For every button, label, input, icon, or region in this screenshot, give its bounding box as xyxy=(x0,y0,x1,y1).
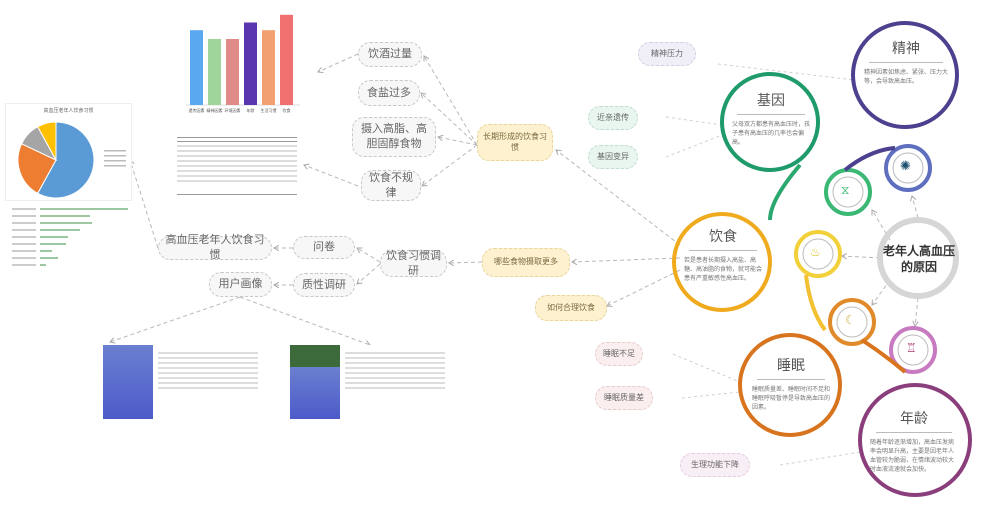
node-questionnaire[interactable]: 问卷 xyxy=(293,236,355,259)
center-topic[interactable]: 老年人高血压的原因 xyxy=(882,243,955,274)
node-decline[interactable]: 生理功能下降 xyxy=(680,453,750,477)
legend-entry xyxy=(104,150,126,152)
legend-entry xyxy=(104,165,126,167)
factor-jingshen[interactable]: 精神精神因素如焦虑、紧张、压力大等，会导致高血压。 xyxy=(860,38,952,86)
data-table-thumbnail xyxy=(177,137,297,195)
legend-entry xyxy=(104,155,126,157)
factor-yinshi[interactable]: 饮食若是患者长期摄入高盐、高糖、高油脂的食物，就可能会患有严重敏感性高血压。 xyxy=(680,226,766,283)
node-elderly-habit[interactable]: 高血压老年人饮食习惯 xyxy=(158,233,272,261)
node-reasonable[interactable]: 如何合理饮食 xyxy=(535,295,607,321)
horizontal-bar-chart xyxy=(10,205,135,277)
pie-chart: 高血压老年人饮食习惯 xyxy=(5,103,132,201)
pie-slice xyxy=(17,143,57,194)
node-sleep-poor[interactable]: 睡眠质量差 xyxy=(595,386,653,410)
persona-card xyxy=(103,345,261,423)
node-kin[interactable]: 近亲遗传 xyxy=(588,106,638,130)
virus-icon: ✺ xyxy=(900,159,911,174)
node-alcohol[interactable]: 饮酒过量 xyxy=(358,42,422,67)
legend-entry xyxy=(104,160,126,162)
jingshen-ring xyxy=(851,21,959,129)
factor-jiyin[interactable]: 基因父母双方都患有高血压时，孩子患有高血压的几率也会偏高。 xyxy=(728,90,814,147)
node-sleep-short[interactable]: 睡眠不足 xyxy=(595,342,643,366)
node-qualitative[interactable]: 质性调研 xyxy=(293,273,355,297)
persona-card xyxy=(290,345,448,423)
node-fat[interactable]: 摄入高脂、高胆固醇食物 xyxy=(352,117,436,157)
cake-icon: ♖ xyxy=(906,341,917,355)
factor-nianling[interactable]: 年龄随着年龄逐渐增加，高血压发病率会明显升高，主要是因老年人血管较为脆弱，在情绪… xyxy=(866,408,962,474)
dna-icon: ⧖ xyxy=(841,183,850,197)
node-stress[interactable]: 精神压力 xyxy=(638,42,696,66)
node-persona[interactable]: 用户画像 xyxy=(209,272,272,297)
node-survey[interactable]: 饮食习惯调研 xyxy=(380,249,447,277)
node-more[interactable]: 哪些食物摄取更多 xyxy=(482,248,570,277)
persona-photo xyxy=(103,345,153,419)
node-mutation[interactable]: 基因变异 xyxy=(588,145,638,169)
node-irregular[interactable]: 饮食不规律 xyxy=(361,170,421,201)
persona-photo xyxy=(290,345,340,419)
moon-icon: ☾ xyxy=(845,313,856,327)
pie-slice xyxy=(37,121,95,199)
node-habit[interactable]: 长期形成的饮食习惯 xyxy=(477,124,553,161)
pie-slice xyxy=(37,121,57,161)
factor-shuimian[interactable]: 睡眠睡眠质量差、睡眠时间不足和睡眠呼吸暂停是导致高血压的因素。 xyxy=(748,355,834,412)
node-salt[interactable]: 食盐过多 xyxy=(358,80,420,106)
food-bowl-icon: ♨ xyxy=(810,245,821,259)
